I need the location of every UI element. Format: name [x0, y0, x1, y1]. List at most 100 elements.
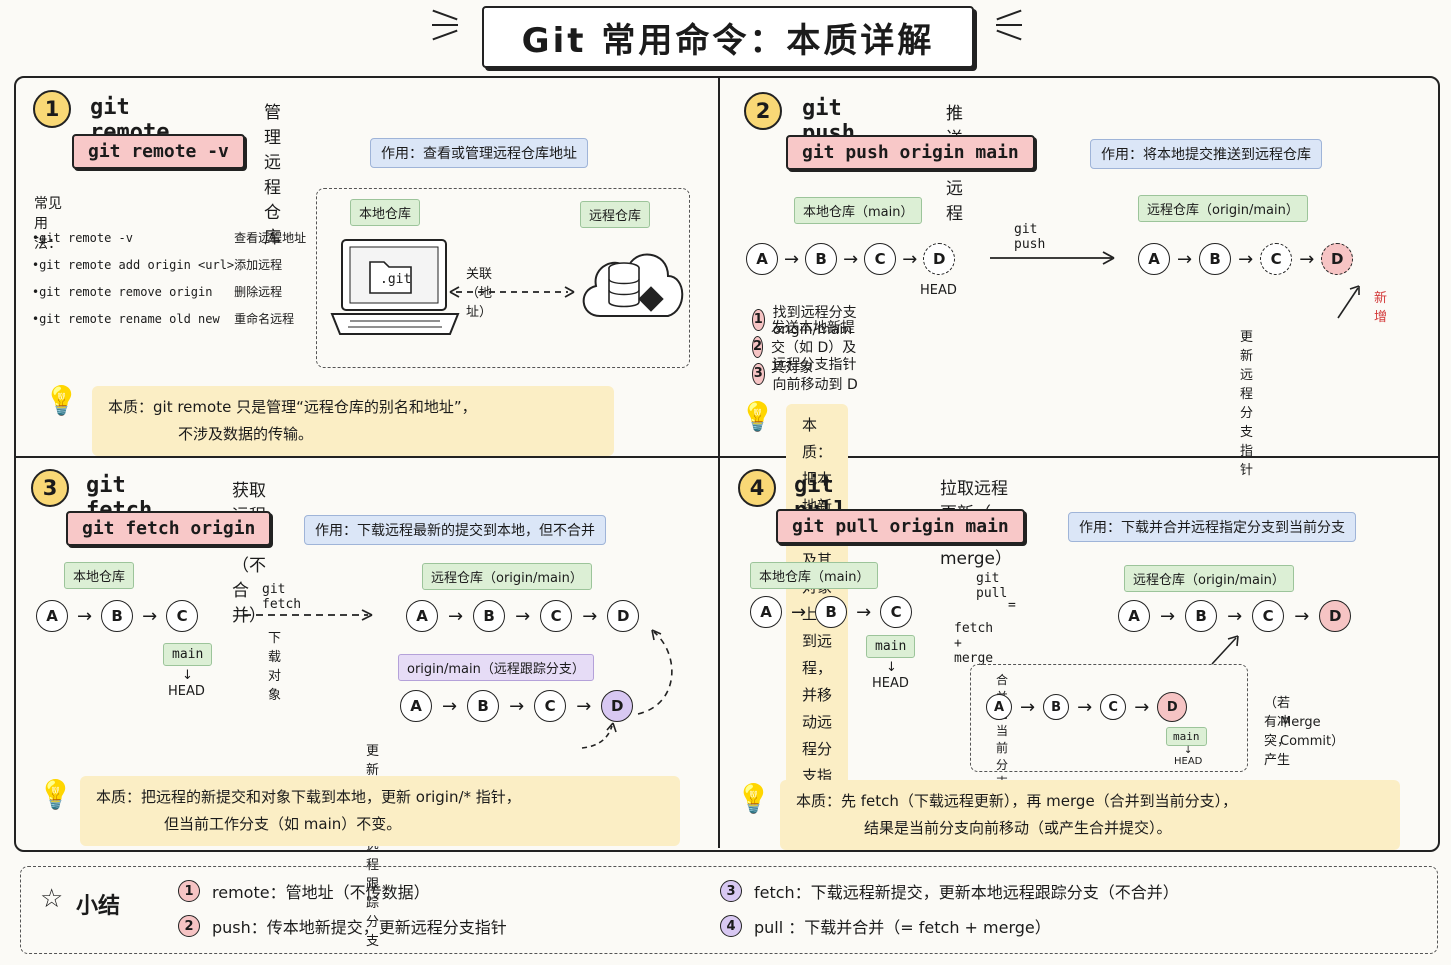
essence-box: 本质：把远程的新提交和对象下载到本地，更新 origin/* 指针， 但当前工作…	[80, 776, 680, 846]
main-frame	[14, 76, 1440, 852]
usage-title: 常见用法：	[34, 196, 62, 252]
vertical-divider	[718, 78, 720, 848]
command-box: git fetch origin	[66, 511, 272, 546]
lightbulb-icon: 💡	[44, 384, 79, 417]
new-commit-node: D	[601, 690, 634, 722]
summary-text: push：传本地新提交，更新远程分支指针	[212, 918, 507, 937]
equation-line-1: git pull	[976, 571, 1008, 601]
local-commit-chain: A→ B→ C→ D	[746, 243, 956, 275]
panel-number: 4	[738, 469, 776, 507]
remote-commit-chain: A→ B→ C→ D	[1118, 600, 1352, 632]
summary-box	[20, 866, 1438, 954]
essence-line-2: 但当前工作分支（如 main）不变。	[164, 815, 402, 833]
conflict-note-1: （若有冲突，产生	[1264, 696, 1291, 768]
usage-command: git remote rename old new	[39, 311, 220, 326]
purpose-label: 作用：查看或管理远程仓库地址	[370, 138, 588, 168]
tracking-commit-chain: A→ B→ C→ D	[400, 690, 634, 722]
essence-line-1: 本质：先 fetch（下载远程更新），再 merge（合并到当前分支），	[796, 792, 1238, 810]
commit-node: A	[400, 690, 432, 722]
local-commit-chain: A→ B→ C	[750, 596, 913, 628]
command-box: git push origin main	[786, 135, 1035, 170]
summary-text: fetch：下载远程新提交，更新本地远程跟踪分支（不合并）	[754, 883, 1179, 902]
summary-number: 3	[720, 880, 742, 902]
local-repo-label: 本地仓库（main）	[794, 197, 923, 224]
down-arrow: ↓	[182, 668, 193, 683]
commit-node: B	[815, 596, 848, 628]
update-curve-arrow	[581, 629, 673, 749]
commit-node: B	[1199, 243, 1232, 275]
commit-node: C	[1260, 243, 1293, 275]
horizontal-divider	[14, 456, 1438, 458]
new-commit-node: D	[1319, 600, 1352, 632]
local-commit-chain: A→ B→ C	[36, 600, 199, 632]
main-branch-label: main	[866, 635, 916, 658]
merged-commit-chain: A→ B→ C→ D	[986, 692, 1188, 722]
panel-number: 1	[33, 90, 71, 128]
commit-node: C	[166, 600, 199, 632]
commit-node: C	[880, 596, 913, 628]
summary-text: pull ：下载并合并（= fetch + merge）	[754, 918, 1051, 937]
remote-repo-label: 远程仓库（origin/main）	[422, 563, 592, 590]
usage-command: git remote add origin <url>	[39, 257, 235, 272]
commit-node: A	[1118, 600, 1150, 632]
local-repo-label: 本地仓库（main）	[750, 562, 879, 589]
essence-box: 本质：先 fetch（下载远程更新），再 merge（合并到当前分支）， 结果是…	[780, 780, 1400, 850]
commit-node: A	[406, 600, 438, 632]
essence-box: 本质：git remote 只是管理“远程仓库的别名和地址”， 不涉及数据的传输…	[92, 386, 614, 456]
main-branch-label: main	[1166, 727, 1207, 746]
merge-box	[970, 664, 1248, 772]
pointer-label: 更新远程分支指针	[1240, 330, 1254, 478]
commit-node: C	[534, 690, 567, 722]
page-title: Git 常用命令：本质详解	[482, 6, 974, 68]
commit-node: B	[473, 600, 506, 632]
essence-line-2: 结果是当前分支向前移动（或产生合并提交）。	[864, 819, 1172, 837]
new-label: 新增	[1374, 291, 1388, 325]
new-commit-node: D	[1157, 692, 1188, 722]
remote-repo-label: 远程仓库（origin/main）	[1138, 195, 1308, 222]
fetch-arrow	[244, 609, 373, 621]
remote-commit-chain: A→ B→ C→ D	[406, 600, 640, 632]
fetch-arrow-label: git fetch	[262, 582, 302, 612]
summary-item: 1 remote：管地址（不传数据）	[178, 879, 430, 903]
commit-node: A	[986, 694, 1012, 720]
remote-repo-label: 远程仓库（origin/main）	[1124, 565, 1294, 592]
lightbulb-icon: 💡	[740, 400, 775, 433]
summary-text: remote：管地址（不传数据）	[212, 883, 430, 902]
remote-commit-chain: A→ B→ C→ D	[1138, 243, 1354, 275]
commit-node: C	[1252, 600, 1285, 632]
step-text: 找到远程分支 origin/main	[772, 304, 857, 338]
push-arrow	[990, 251, 1115, 265]
lightbulb-icon: 💡	[38, 778, 73, 811]
title-decoration-right	[996, 9, 1022, 41]
commit-node: A	[36, 600, 68, 632]
summary-number: 2	[178, 915, 200, 937]
usage-command: git remote -v	[39, 230, 133, 245]
summary-item: 2 push：传本地新提交，更新远程分支指针	[178, 914, 507, 938]
purpose-label: 作用：下载远程最新的提交到本地，但不合并	[304, 515, 606, 545]
summary-title: 小结	[76, 894, 121, 919]
main-branch-label: main	[163, 643, 213, 666]
local-repo-label: 本地仓库	[350, 199, 421, 226]
link-label: 关联（地址）	[466, 267, 493, 320]
essence-line-1: 本质：把远程的新提交和对象下载到本地，更新 origin/* 指针，	[96, 788, 521, 806]
commit-node: B	[1043, 694, 1070, 720]
download-label: 下载对象	[268, 631, 282, 703]
panel-number: 3	[31, 469, 69, 507]
purpose-label: 作用：下载并合并远程指定分支到当前分支	[1068, 512, 1356, 542]
essence-line-1: 本质：git remote 只是管理“远程仓库的别名和地址”，	[108, 398, 477, 416]
repo-diagram-box	[316, 188, 690, 368]
git-folder-label: .git	[380, 272, 412, 287]
commit-node: A	[1138, 243, 1170, 275]
bidirectional-arrow	[449, 286, 575, 298]
summary-number: 1	[178, 880, 200, 902]
equation-line-3: fetch + merge	[954, 621, 994, 666]
summary-item: 3 fetch：下载远程新提交，更新本地远程跟踪分支（不合并）	[720, 879, 1179, 903]
commit-node: B	[467, 690, 500, 722]
new-commit-node: D	[1321, 243, 1354, 275]
summary-item: 4 pull ：下载并合并（= fetch + merge）	[720, 914, 1051, 938]
purpose-label: 作用：将本地提交推送到远程仓库	[1090, 139, 1322, 169]
commit-node: B	[805, 243, 838, 275]
